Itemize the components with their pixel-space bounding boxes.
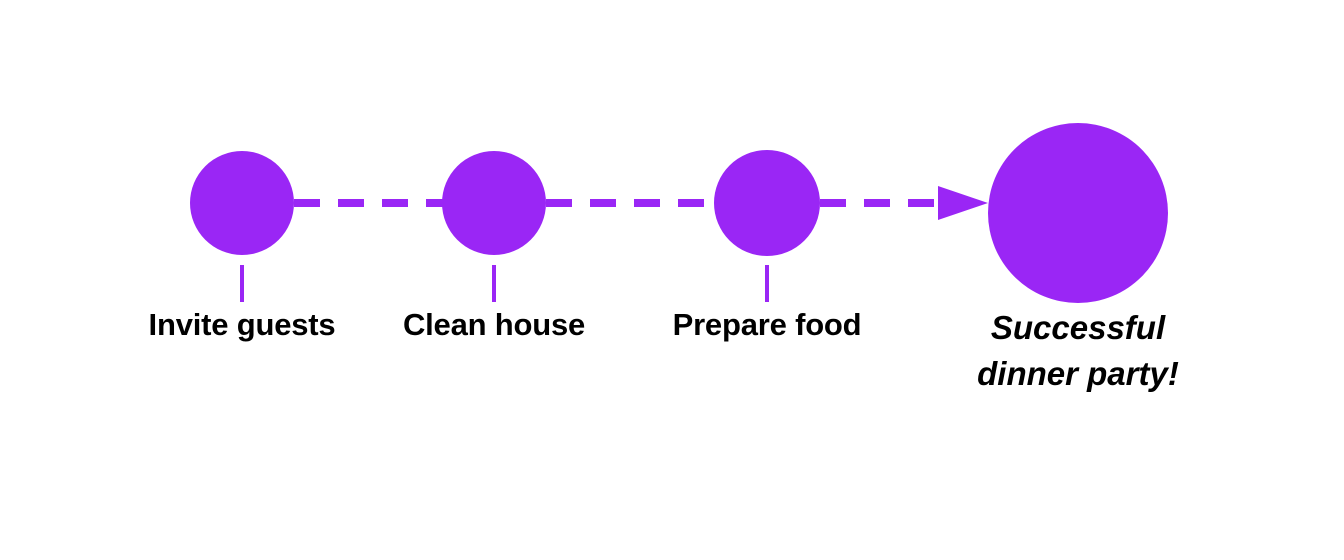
outcome-node[interactable]: [988, 123, 1168, 303]
step-label-1: Invite guests: [148, 307, 336, 342]
outcome-label-line-2: dinner party!: [977, 355, 1179, 392]
step-label-2: Clean house: [402, 307, 586, 342]
step-node-2[interactable]: [442, 151, 546, 255]
outcome-label: Successful dinner party!: [858, 305, 1298, 397]
arrowhead-icon: [938, 186, 988, 220]
step-node-1[interactable]: [190, 151, 294, 255]
step-label-3: Prepare food: [672, 307, 862, 342]
step-node-3[interactable]: [714, 150, 820, 256]
outcome-label-line-1: Successful: [990, 309, 1166, 346]
